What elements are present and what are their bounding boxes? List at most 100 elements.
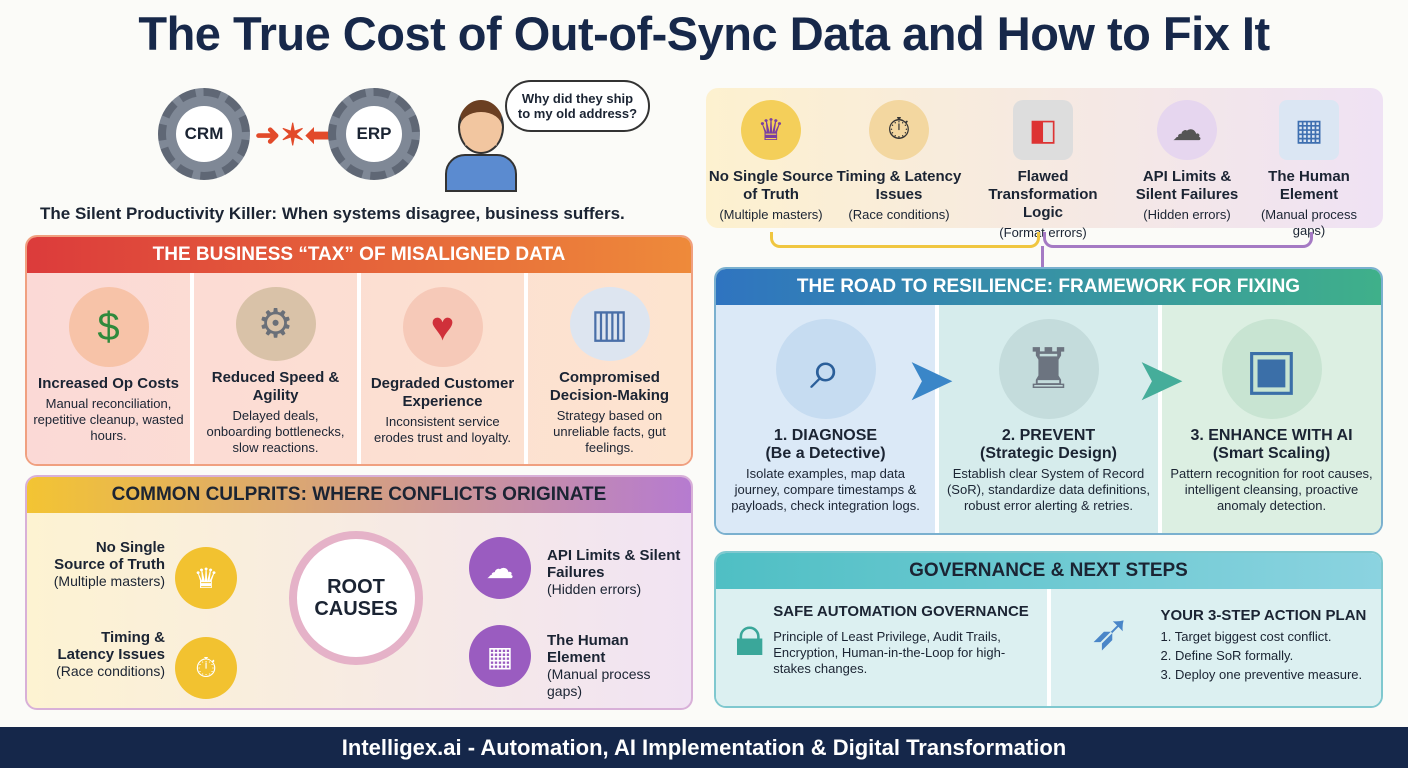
item-title: Degraded Customer Experience (370, 375, 515, 410)
culprit-title: API Limits & Silent Failures (547, 547, 681, 581)
culprits-panel: COMMON CULPRITS: WHERE CONFLICTS ORIGINA… (25, 475, 693, 710)
broken-puzzle-icon: ◧ (1013, 100, 1073, 160)
plan-step: 1. Target biggest cost conflict. (1160, 629, 1332, 644)
culprit-timing: Timing & Latency Issues(Race conditions) (47, 629, 165, 680)
blindfold-chart-icon: ▥ (569, 287, 650, 361)
culprits-header: COMMON CULPRITS: WHERE CONFLICTS ORIGINA… (27, 477, 691, 513)
stopwatch-icon: ⏱ (869, 100, 929, 160)
human-screen-icon: ▦ (469, 625, 531, 687)
step-title: 1. DIAGNOSE (773, 427, 878, 444)
strip-sub: (Format errors) (999, 225, 1087, 240)
human-screen-icon: ▦ (1279, 100, 1339, 160)
strip-sub: (Hidden errors) (1143, 207, 1231, 222)
safe-governance-text: Principle of Least Privilege, Audit Trai… (773, 629, 1006, 676)
crm-gear-icon: CRM (158, 88, 250, 180)
broken-heart-icon: ♥ (402, 287, 483, 367)
speech-bubble: Why did they ship to my old address? (505, 80, 650, 132)
road-panel: THE ROAD TO RESILIENCE: FRAMEWORK FOR FI… (714, 267, 1383, 535)
strip-sub: (Multiple masters) (719, 207, 823, 222)
strip-title: The Human Element (1268, 168, 1350, 203)
item-text: Delayed deals, onboarding bottlenecks, s… (206, 408, 345, 455)
culprit-title: No Single Source of Truth (54, 539, 165, 573)
culprit-sub: (Manual process gaps) (547, 666, 651, 699)
page-title: The True Cost of Out-of-Sync Data and Ho… (138, 7, 1270, 60)
stuck-gears-icon: ⚙ (235, 287, 316, 361)
culprits-strip: ♛ No Single Source of Truth (Multiple mast… (706, 88, 1383, 240)
conflict-arrows-icon: ➜✶⬅ (255, 119, 331, 152)
strip-title: Flawed Transformation Logic (988, 168, 1098, 221)
burning-money-icon: $ (68, 287, 149, 367)
strip-title: API Limits & Silent Failures (1135, 168, 1239, 203)
step-title: 3. ENHANCE WITH AI (1190, 427, 1353, 444)
culprit-title: The Human Element (547, 632, 629, 666)
culprit-sub: (Multiple masters) (53, 573, 165, 589)
ghost-chain-icon: ☁ (1157, 100, 1217, 160)
item-text: Manual reconciliation, repetitive cleanu… (33, 396, 184, 443)
road-step: ▣ 3. ENHANCE WITH AI(Smart Scaling) Patter… (1162, 305, 1381, 533)
rocket-icon: ➶ (1089, 604, 1132, 660)
road-step: ⌕ 1. DIAGNOSE(Be a Detective) Isolate exam… (716, 305, 939, 533)
step-text: Isolate examples, map data journey, comp… (731, 466, 920, 513)
road-header: THE ROAD TO RESILIENCE: FRAMEWORK FOR FI… (716, 269, 1381, 305)
strip-sub: (Manual process gaps) (1260, 207, 1358, 238)
stopwatch-icon: ⏱ (175, 637, 237, 699)
lock-checklist-icon: 🔒︎ (734, 604, 765, 667)
step-text: Establish clear System of Record (SoR), … (946, 466, 1151, 513)
root-causes-hub: ROOT CAUSES (289, 531, 423, 665)
road-step: ♜ 2. PREVENT(Strategic Design) Establish c… (939, 305, 1162, 533)
footer: Intelligex.ai - Automation, AI Implement… (0, 727, 1408, 768)
arrow-right-icon: ➤ (905, 346, 956, 413)
connector-line (770, 232, 1040, 248)
culprit-sub: (Hidden errors) (547, 581, 642, 597)
governance-header: GOVERNANCE & NEXT STEPS (716, 553, 1381, 589)
culprit-sub: (Race conditions) (56, 663, 165, 679)
erp-label: ERP (346, 106, 402, 162)
strip-title: No Single Source of Truth (708, 168, 834, 203)
step-text: Pattern recognition for root causes, int… (1170, 466, 1373, 513)
strip-item: ⏱ Timing & Latency Issues (Race conditions… (834, 88, 964, 223)
strip-item: ♛ No Single Source of Truth (Multiple mast… (706, 88, 836, 223)
magnifier-map-icon: ⌕ (775, 319, 876, 419)
culprit-api-limits: API Limits & Silent Failures(Hidden erro… (547, 547, 682, 598)
item-text: Strategy based on unreliable facts, gut … (553, 408, 666, 455)
crowns-icon: ♛ (175, 547, 237, 609)
business-tax-panel: THE BUSINESS “TAX” OF MISALIGNED DATA $ I… (25, 235, 693, 466)
ai-chip-icon: ▣ (1221, 319, 1322, 419)
strip-item: ☁ API Limits & Silent Failures (Hidden err… (1122, 88, 1252, 223)
connector-line (1041, 246, 1044, 268)
step-title: 2. PREVENT (1001, 427, 1096, 444)
culprit-title: Timing & Latency Issues (57, 629, 165, 663)
strip-item: ▦ The Human Element (Manual process gaps) (1244, 88, 1374, 239)
crm-label: CRM (176, 106, 232, 162)
strip-sub: (Race conditions) (848, 207, 950, 222)
item-title: Compromised Decision-Making (549, 369, 670, 404)
erp-gear-icon: ERP (328, 88, 420, 180)
confused-person-icon (445, 100, 517, 195)
governance-panel: GOVERNANCE & NEXT STEPS 🔒︎ SAFE AUTOMATI… (714, 551, 1383, 708)
step-sub: (Be a Detective) (765, 445, 886, 462)
plan-step: 3. Deploy one preventive measure. (1160, 667, 1363, 682)
strip-title: Timing & Latency Issues (836, 168, 962, 203)
ghost-icon: ☁ (469, 537, 531, 599)
plan-step: 2. Define SoR formally. (1160, 648, 1294, 663)
crowns-icon: ♛ (741, 100, 801, 160)
item-title: Reduced Speed & Agility (211, 369, 340, 404)
culprit-human: The Human Element(Manual process gaps) (547, 632, 682, 700)
subtitle: The Silent Productivity Killer: When sys… (40, 204, 625, 223)
safe-governance-title: SAFE AUTOMATION GOVERNANCE (773, 603, 1029, 620)
action-plan-title: YOUR 3-STEP ACTION PLAN (1160, 607, 1367, 624)
connector-line (1043, 232, 1313, 248)
step-sub: (Smart Scaling) (1212, 445, 1331, 462)
arrow-right-icon: ➤ (1135, 346, 1186, 413)
tax-header: THE BUSINESS “TAX” OF MISALIGNED DATA (27, 237, 691, 273)
culprit-source-of-truth: No Single Source of Truth(Multiple maste… (47, 539, 165, 590)
item-title: Increased Op Costs (38, 375, 179, 392)
strip-item: ◧ Flawed Transformation Logic (Format erro… (968, 88, 1118, 241)
step-sub: (Strategic Design) (980, 445, 1117, 462)
castle-icon: ♜ (998, 319, 1099, 419)
item-text: Inconsistent service erodes trust and lo… (373, 414, 512, 445)
